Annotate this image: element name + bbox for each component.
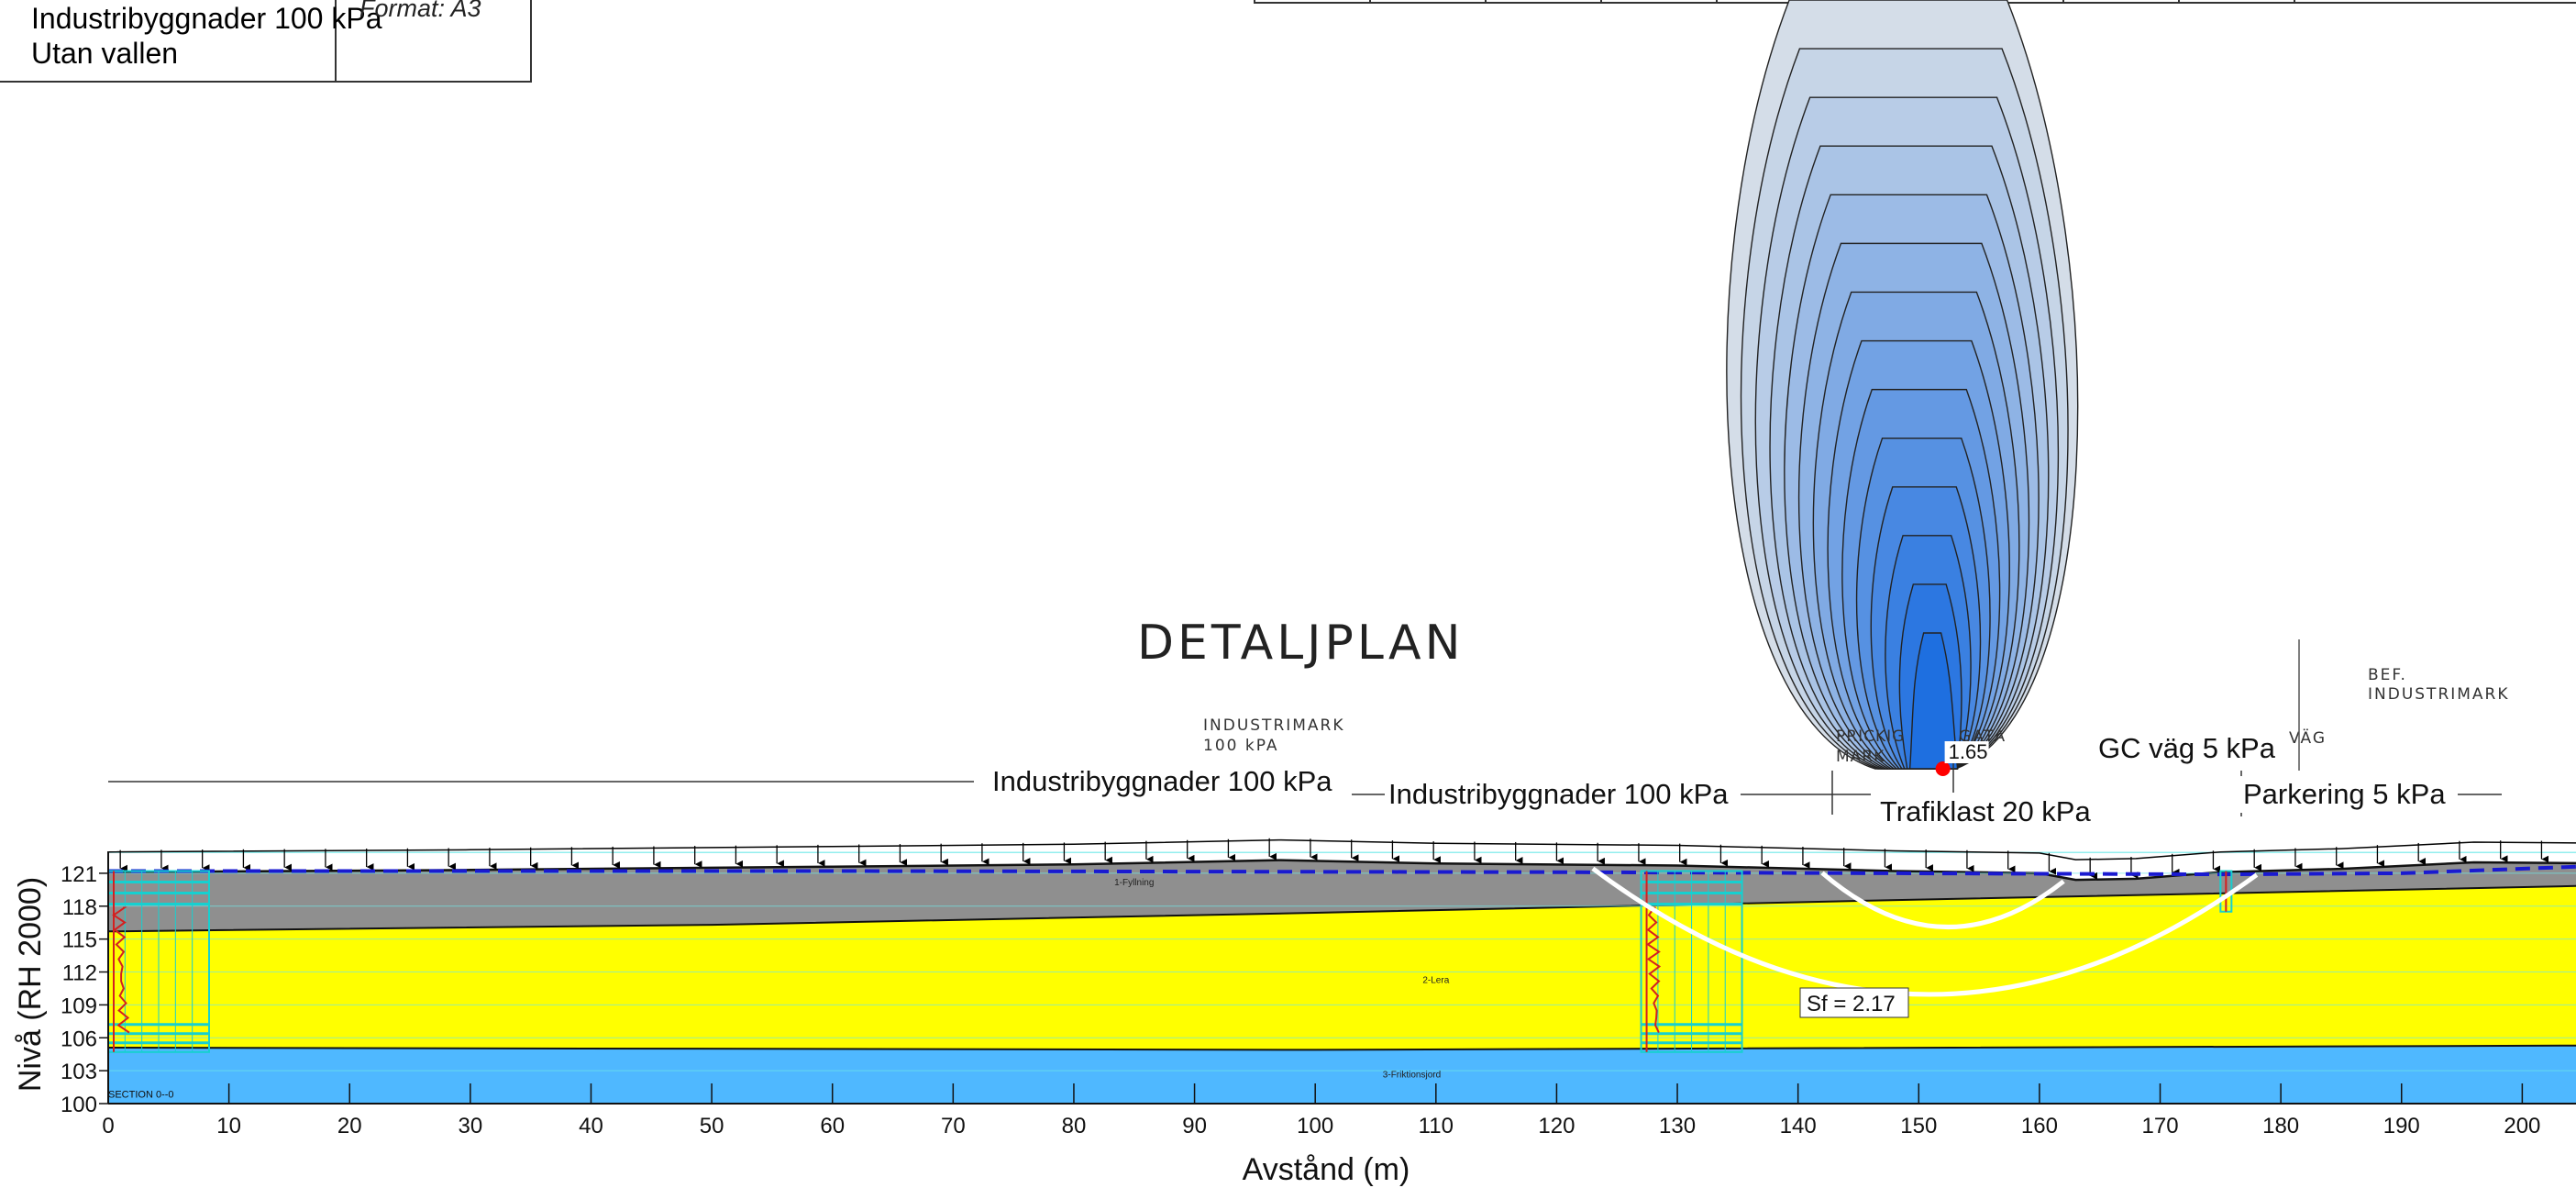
load-envelope xyxy=(107,838,2576,860)
prickig-label: PRICKIG xyxy=(1836,727,1905,746)
zone-industrimark-label: INDUSTRIMARK xyxy=(1203,716,1345,735)
critical-center: 1.65 xyxy=(1935,740,1989,776)
probe-resistance-curve xyxy=(1646,906,1662,1033)
friction-layer xyxy=(108,1045,2576,1104)
x-axis-title: Avstånd (m) xyxy=(1243,1152,1410,1187)
x-tick-label: 200 xyxy=(2504,1114,2540,1138)
fill-layer-label: 1-Fyllning xyxy=(1114,878,1154,888)
x-tick-label: 90 xyxy=(1182,1114,1207,1138)
load-bg-2 xyxy=(1385,776,1741,813)
title-block-line-1: Industribyggnader 100 kPa xyxy=(31,2,382,35)
x-tick-label: 80 xyxy=(1062,1114,1087,1138)
load-label-industri-2: Industribyggnader 100 kPa xyxy=(1388,778,1729,810)
probe-resistance-curve xyxy=(112,906,130,1034)
y-tick-label: 109 xyxy=(61,994,97,1018)
slip-surface xyxy=(1820,871,2065,929)
load-bg-parkering xyxy=(2238,776,2458,813)
y-tick-label: 106 xyxy=(61,1027,97,1051)
x-tick-label: 170 xyxy=(2142,1114,2179,1138)
clay-base-line xyxy=(107,1044,2576,1051)
x-tick-label: 130 xyxy=(1659,1114,1696,1138)
x-tick-label: 150 xyxy=(1900,1114,1937,1138)
x-tick-label: 190 xyxy=(2383,1114,2420,1138)
mark-label: MARK xyxy=(1836,748,1885,766)
x-tick-label: 180 xyxy=(2262,1114,2299,1138)
bef-label: BEF. xyxy=(2368,666,2407,684)
load-label-gc-vag: GC väg 5 kPa xyxy=(2098,732,2276,764)
x-tick-label: 20 xyxy=(337,1114,362,1138)
clay-layer-label: 2-Lera xyxy=(1422,975,1449,985)
x-tick-label: 110 xyxy=(1419,1114,1454,1138)
title-block-divider xyxy=(335,0,337,81)
x-tick-label: 60 xyxy=(820,1114,845,1138)
load-bg-1 xyxy=(987,763,1343,800)
safety-factor-contours xyxy=(1726,0,2079,770)
title-block-line-2: Utan vallen xyxy=(31,37,179,70)
plan-heading: DETALJPLAN xyxy=(1137,616,1465,671)
load-bg-trafik xyxy=(1874,793,2100,829)
load-annotations: Industribyggnader 100 kPa Industribyggna… xyxy=(108,730,2502,829)
x-tick-label: 120 xyxy=(1538,1114,1575,1138)
y-tick-label: 121 xyxy=(61,862,97,887)
vag-label: VÄG xyxy=(2289,728,2327,748)
x-tick-label: 140 xyxy=(1780,1114,1817,1138)
x-tick-label: 40 xyxy=(579,1114,603,1138)
load-label-industri-1: Industribyggnader 100 kPa xyxy=(992,765,1332,797)
x-tick-label: 0 xyxy=(102,1114,114,1138)
axes: 0 10 20 30 40 50 60 70 80 90 100 110 120 130 140 150 160… xyxy=(61,851,2576,1138)
contour-band xyxy=(1908,632,1959,770)
x-tick-label: 100 xyxy=(1297,1114,1333,1138)
load-label-trafiklast: Trafiklast 20 kPa xyxy=(1880,795,2091,827)
load-bg-gc xyxy=(2095,730,2283,767)
critical-factor-label: 1.65 xyxy=(1949,740,1988,763)
fill-layer xyxy=(108,860,2576,932)
slip-surface xyxy=(1591,866,2259,997)
x-tick-label: 70 xyxy=(941,1114,966,1138)
y-tick-label: 115 xyxy=(62,928,97,953)
zone-load-label: 100 kPA xyxy=(1203,737,1279,755)
x-tick-label: 50 xyxy=(700,1114,724,1138)
x-tick-label: 10 xyxy=(216,1114,241,1138)
y-tick-label: 103 xyxy=(61,1060,97,1084)
title-block: Industribyggnader 100 kPa Utan vallen Fo… xyxy=(0,0,532,83)
critical-factor-bg xyxy=(1944,741,1989,763)
y-axis-title: Nivå (RH 2000) xyxy=(13,877,48,1092)
friction-layer-label: 3-Friktionsjord xyxy=(1383,1070,1441,1080)
y-tick-label: 118 xyxy=(62,895,97,920)
industrimark-right-label: INDUSTRIMARK xyxy=(2368,685,2510,704)
format-label: Format: A3 xyxy=(359,0,481,22)
safety-factor-box: Sf = 2.17 xyxy=(1799,987,1909,1018)
y-tick-label: 112 xyxy=(62,961,97,986)
groundwater-line xyxy=(108,864,2576,877)
x-tick-label: 160 xyxy=(2021,1114,2058,1138)
critical-center-dot xyxy=(1935,761,1951,776)
fill-base-line xyxy=(107,884,2576,933)
safety-factor-label: Sf = 2.17 xyxy=(1807,992,1896,1016)
load-label-parkering: Parkering 5 kPa xyxy=(2243,778,2446,810)
x-tick-label: 30 xyxy=(459,1114,483,1138)
y-tick-label: 100 xyxy=(61,1093,97,1117)
section-label: SECTION 0--0 xyxy=(108,1090,174,1101)
